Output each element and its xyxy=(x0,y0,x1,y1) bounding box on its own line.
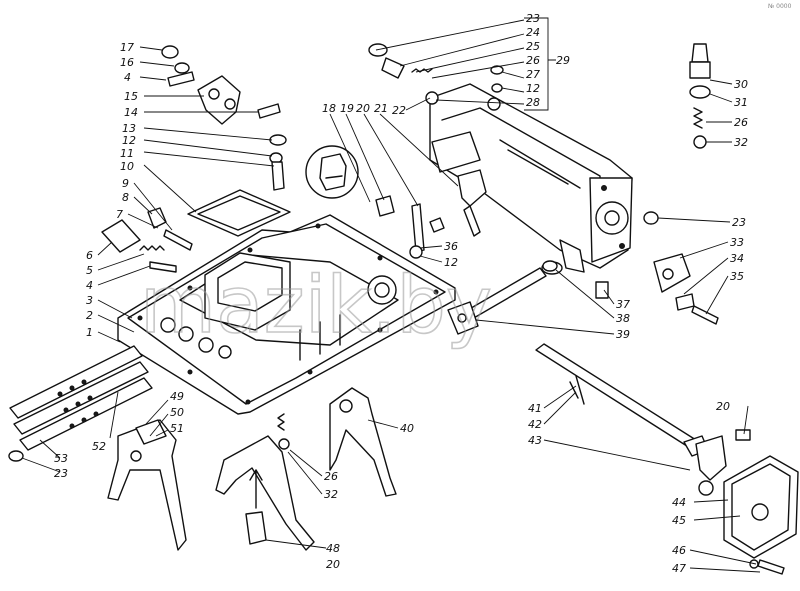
label-39: 39 xyxy=(616,328,630,341)
label-4: 4 xyxy=(124,71,131,84)
label-2: 2 xyxy=(86,309,93,322)
label-51: 51 xyxy=(170,422,184,435)
label-6: 6 xyxy=(86,249,93,262)
label-26: 26 xyxy=(526,54,540,67)
label-31: 31 xyxy=(734,96,748,109)
label-29: 29 xyxy=(556,54,570,67)
label-18: 18 xyxy=(322,102,336,115)
label-14: 14 xyxy=(124,106,138,119)
label-45: 45 xyxy=(672,514,686,527)
upper-right-housing xyxy=(429,83,633,275)
cover-plate xyxy=(723,455,799,575)
label-10: 10 xyxy=(120,160,134,173)
label-26c: 26 xyxy=(324,470,338,483)
bracket-15 xyxy=(197,75,241,125)
corner-mark: № 0000 xyxy=(768,3,792,10)
label-38: 38 xyxy=(616,312,630,325)
main-cover-housing xyxy=(117,214,456,415)
lever-43 xyxy=(695,429,751,496)
top-gasket xyxy=(187,189,291,237)
label-46: 46 xyxy=(672,544,686,557)
fork-49-51 xyxy=(107,419,187,551)
label-26b: 26 xyxy=(734,116,748,129)
label-42: 42 xyxy=(528,418,542,431)
label-15: 15 xyxy=(124,90,138,103)
label-40: 40 xyxy=(400,422,414,435)
label-19: 19 xyxy=(340,102,354,115)
label-16: 16 xyxy=(120,56,134,69)
label-53: 53 xyxy=(54,452,68,465)
label-7: 7 xyxy=(116,208,123,221)
label-37: 37 xyxy=(616,298,630,311)
label-34: 34 xyxy=(730,252,744,265)
joint-block xyxy=(653,253,719,325)
label-32: 32 xyxy=(734,136,748,149)
label-44: 44 xyxy=(672,496,686,509)
label-35: 35 xyxy=(730,270,744,283)
label-30: 30 xyxy=(734,78,748,91)
label-36: 36 xyxy=(444,240,458,253)
front-bosses xyxy=(160,317,232,359)
label-11: 11 xyxy=(120,147,134,160)
watermark: mazik.by xyxy=(140,261,492,351)
label-33: 33 xyxy=(730,236,744,249)
label-49: 49 xyxy=(170,390,184,403)
label-43: 43 xyxy=(528,434,542,447)
shift-rails xyxy=(8,345,153,462)
label-20: 20 xyxy=(356,102,370,115)
label-23b: 23 xyxy=(732,216,746,229)
label-21: 21 xyxy=(374,102,388,115)
label-48: 48 xyxy=(326,542,340,555)
left-small-parts xyxy=(101,45,287,273)
label-47: 47 xyxy=(672,562,686,575)
label-20c: 20 xyxy=(326,558,340,571)
label-5: 5 xyxy=(86,264,93,277)
shaft-41 xyxy=(535,343,709,457)
hex-plug xyxy=(305,145,359,199)
leader-lines xyxy=(21,17,761,573)
label-27: 27 xyxy=(526,68,540,81)
label-23: 23 xyxy=(526,12,540,25)
fork-40 xyxy=(329,387,397,497)
label-52: 52 xyxy=(92,440,106,453)
label-8: 8 xyxy=(122,191,129,204)
label-3: 3 xyxy=(86,294,93,307)
label-50: 50 xyxy=(170,406,184,419)
label-23c: 23 xyxy=(54,467,68,480)
label-28: 28 xyxy=(526,96,540,109)
label-1: 1 xyxy=(86,326,93,339)
label-32b: 32 xyxy=(324,488,338,501)
inner-lever xyxy=(375,169,487,259)
label-12c: 12 xyxy=(444,256,458,269)
label-24: 24 xyxy=(526,26,540,39)
fork-48 xyxy=(215,413,315,551)
rod-39 xyxy=(447,260,609,335)
label-9: 9 xyxy=(122,177,129,190)
label-17: 17 xyxy=(120,41,134,54)
label-13: 13 xyxy=(122,122,136,135)
label-25: 25 xyxy=(526,40,540,53)
part-labels: 17 16 4 15 14 13 12 11 10 9 8 7 6 5 4 3 … xyxy=(54,12,748,575)
label-12: 12 xyxy=(122,134,136,147)
label-41: 41 xyxy=(528,402,542,415)
label-12b: 12 xyxy=(526,82,540,95)
label-22: 22 xyxy=(392,104,406,117)
label-4b: 4 xyxy=(86,279,93,292)
label-20b: 20 xyxy=(716,400,730,413)
